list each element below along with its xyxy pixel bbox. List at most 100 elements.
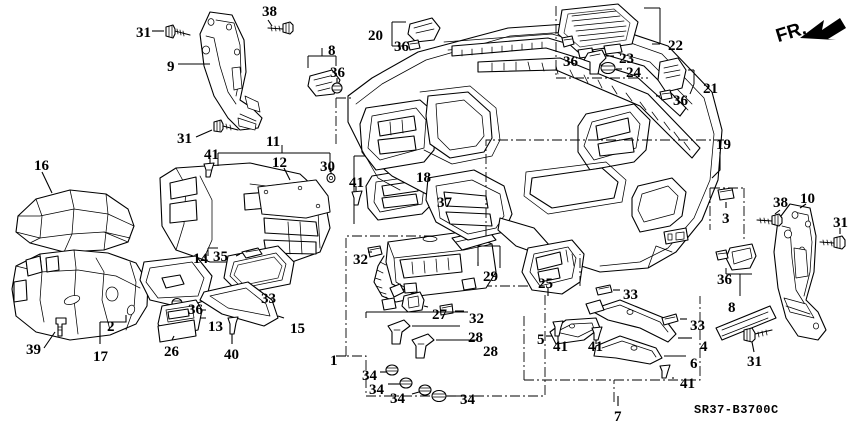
part-6-bracket [593,335,663,365]
bracket-28a [387,319,411,345]
callout-32a: 32 [353,252,368,268]
callout-31a: 31 [136,25,151,41]
clip-34a [385,364,399,376]
part-10-bracket [715,203,827,341]
nut-24 [600,61,616,75]
bolt-31a [165,24,191,39]
callout-21: 21 [703,81,718,97]
callout-19: 19 [716,137,731,153]
nut-3 [717,187,735,201]
clip-35 [241,247,263,259]
callout-22: 22 [668,38,683,54]
callout-37: 37 [437,195,452,211]
callout-18: 18 [416,170,431,186]
callout-13: 13 [208,319,223,335]
callout-7: 7 [614,409,622,425]
clip-36a [407,39,421,51]
clip-27 [401,291,425,313]
part-12-cluster-pad [257,179,331,219]
callout-40: 40 [224,347,239,363]
callout-25: 25 [538,276,553,292]
callout-34a: 34 [362,368,377,384]
callout-36a: 36 [394,39,409,55]
screw-41b [351,190,363,206]
callout-38b: 38 [773,195,788,211]
callout-23: 23 [619,51,634,67]
clip-36c [659,89,673,101]
bracket-28b [411,333,435,359]
callout-36e: 36 [717,272,732,288]
callout-36f: 36 [188,302,203,318]
callout-27: 27 [432,307,447,323]
callout-3: 3 [722,211,730,227]
fr-arrow-icon [800,18,846,40]
callout-1: 1 [330,353,338,369]
callout-35: 35 [213,249,228,265]
bolt-31c [819,235,846,250]
callout-39: 39 [26,342,41,358]
part-4-bar [585,299,677,343]
bolt-31b [213,119,239,133]
callout-36d: 36 [330,65,345,81]
part-17-column-lower-cover [11,249,149,341]
part-16-column-upper-cover [15,189,135,253]
callout-33c: 33 [690,318,705,334]
callout-17: 17 [93,349,108,365]
part-14-center-vent [223,245,295,295]
callout-14: 14 [193,251,208,267]
bolt-38a [267,21,294,35]
callout-15: 15 [290,321,305,337]
part-9-bracket [199,11,263,131]
callout-31b: 31 [177,131,192,147]
callout-31d: 31 [747,354,762,370]
callout-30: 30 [320,159,335,175]
part-19-instrument-panel [347,21,723,273]
callout-31c: 31 [833,215,848,231]
callout-10: 10 [800,191,815,207]
callout-41d: 41 [588,339,603,355]
callout-34c: 34 [390,391,405,407]
callout-29: 29 [483,269,498,285]
nut-36d [331,82,343,94]
screw-41e [659,364,671,379]
callout-33b: 33 [623,287,638,303]
part-22-defroster-vent [557,3,639,59]
callout-4: 4 [700,339,708,355]
clip-34c [418,384,432,396]
part-15-lower-trim [139,255,213,309]
callout-26: 26 [164,344,179,360]
callout-8b: 8 [728,300,736,316]
callout-20: 20 [368,28,383,44]
callout-24: 24 [626,65,641,81]
part-21-vent [657,57,687,93]
callout-5: 5 [537,332,545,348]
callout-28a: 28 [468,330,483,346]
part-number-label: SR37-B3700C [694,403,779,417]
part-20-clip [407,17,441,43]
harness-27 [373,255,407,311]
callout-34b: 34 [369,382,384,398]
clip-34b [399,377,413,389]
callout-34d: 34 [460,392,475,408]
callout-8a: 8 [328,43,336,59]
callout-36c: 36 [673,93,688,109]
callout-41b: 41 [349,175,364,191]
callout-28b: 28 [483,344,498,360]
screw-41a [203,162,215,178]
part-8b-stop [725,243,757,271]
callout-38a: 38 [262,4,277,20]
callout-11: 11 [266,134,281,150]
clip-33c [661,313,679,326]
clip-36e [715,249,729,261]
bolt-31d [743,327,773,343]
clip-33b [595,284,613,296]
callout-33a: 33 [261,291,276,307]
nut-32a [367,245,383,258]
callout-41c: 41 [553,339,568,355]
clip-34d [431,389,447,403]
callout-41e: 41 [680,376,695,392]
part-15b-lower-trim [199,281,279,327]
screw-41d [591,326,603,341]
